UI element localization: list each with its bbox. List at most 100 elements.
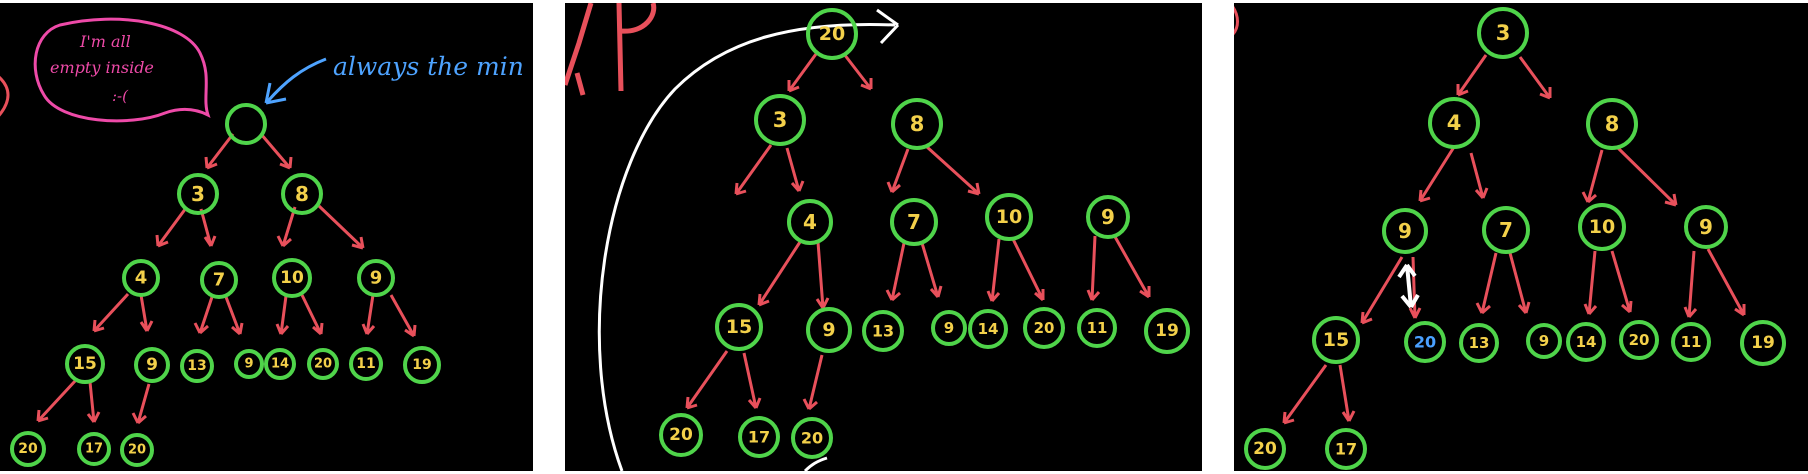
svg-text:13: 13 xyxy=(187,358,206,374)
svg-text:14: 14 xyxy=(978,320,999,338)
heap-node: 9 xyxy=(1086,195,1130,239)
svg-text:17: 17 xyxy=(1335,440,1357,459)
heap-node: 20 xyxy=(120,433,154,467)
heap-node: 17 xyxy=(77,432,111,466)
svg-text:17: 17 xyxy=(85,442,103,457)
svg-text:8: 8 xyxy=(910,112,925,136)
svg-text:19: 19 xyxy=(412,357,431,373)
heap-node: 7 xyxy=(890,198,938,246)
heap-node: 20 xyxy=(791,417,833,459)
svg-text:9: 9 xyxy=(370,268,383,289)
heap-node: 9 xyxy=(134,347,170,383)
svg-text:20: 20 xyxy=(1414,333,1436,352)
heap-node: 10 xyxy=(1578,203,1626,251)
heap-node: 4 xyxy=(787,199,833,245)
heap-edges xyxy=(1282,54,1746,425)
heap-node: 9 xyxy=(1684,205,1728,249)
heap-node: 17 xyxy=(1325,428,1367,470)
heap-node: 20 xyxy=(1244,428,1286,470)
heap-diagram-moved-root: 20 3 8 4 7 10 9 15 9 13 9 14 20 11 19 20… xyxy=(565,3,1190,471)
heap-node: 15 xyxy=(1312,316,1360,364)
svg-text:14: 14 xyxy=(271,357,289,372)
heap-node-root: 20 xyxy=(806,8,858,60)
svg-text:13: 13 xyxy=(1469,334,1490,352)
svg-text:9: 9 xyxy=(822,319,835,341)
heap-diagram-empty-root: I'm all empty inside :-( always the min xyxy=(0,17,524,467)
partial-title-letters xyxy=(565,3,657,96)
heap-nodes: 3 4 8 9 7 10 9 15 20 13 9 14 20 11 19 20… xyxy=(1244,7,1786,470)
svg-text:20: 20 xyxy=(18,441,38,457)
svg-text:15: 15 xyxy=(73,354,97,374)
heap-node-root-empty xyxy=(225,103,267,145)
heap-node: 11 xyxy=(349,347,383,381)
heap-node: 20 xyxy=(659,413,703,457)
svg-text:19: 19 xyxy=(1751,333,1775,353)
heap-node: 3 xyxy=(754,94,806,146)
heap-node: 8 xyxy=(1586,98,1638,150)
min-annotation-text: always the min xyxy=(333,52,524,81)
svg-text:19: 19 xyxy=(1155,321,1179,341)
heap-node: 14 xyxy=(968,309,1008,349)
heap-node: 20 xyxy=(1023,307,1065,349)
svg-text:7: 7 xyxy=(907,210,921,234)
svg-text:10: 10 xyxy=(1589,216,1615,238)
svg-text:14: 14 xyxy=(1576,333,1597,351)
heap-node: 19 xyxy=(1144,308,1190,354)
svg-text:4: 4 xyxy=(1447,111,1462,135)
svg-text:20: 20 xyxy=(314,357,332,372)
heap-node: 10 xyxy=(272,258,312,298)
svg-text:9: 9 xyxy=(1398,219,1412,243)
partial-letter-shape xyxy=(1234,6,1239,36)
svg-text:20: 20 xyxy=(1629,331,1650,349)
heap-node: 3 xyxy=(177,173,219,215)
heap-node: 19 xyxy=(403,346,441,384)
svg-text:9: 9 xyxy=(146,355,158,375)
heap-node: 4 xyxy=(1428,97,1480,149)
heap-node: 20 xyxy=(10,431,46,467)
svg-text:10: 10 xyxy=(996,206,1022,228)
heap-node-swapped: 20 xyxy=(1404,321,1446,363)
heap-node: 4 xyxy=(122,259,160,297)
partial-letter-shape xyxy=(0,75,10,117)
heap-node: 20 xyxy=(1619,320,1659,360)
heap-node: 9 xyxy=(1526,323,1562,359)
svg-text:3: 3 xyxy=(1496,21,1511,45)
svg-text:9: 9 xyxy=(244,357,253,372)
svg-text:9: 9 xyxy=(944,319,954,337)
heap-diagram-after-sift: 3 4 8 9 7 10 9 15 20 13 9 14 20 11 19 20… xyxy=(1234,6,1786,470)
heap-node: 14 xyxy=(1566,322,1606,362)
min-annotation: always the min xyxy=(264,52,524,105)
svg-text:7: 7 xyxy=(213,270,226,291)
svg-text:3: 3 xyxy=(773,108,788,132)
svg-text:20: 20 xyxy=(1034,319,1055,337)
heap-node: 7 xyxy=(1482,206,1530,254)
heap-node: 13 xyxy=(180,349,214,383)
svg-text:15: 15 xyxy=(726,316,752,338)
svg-text:9: 9 xyxy=(1699,215,1713,239)
svg-text:20: 20 xyxy=(669,425,693,445)
panel-empty-root: I'm all empty inside :-( always the min xyxy=(0,3,533,471)
svg-text:10: 10 xyxy=(280,268,304,288)
heap-node: 11 xyxy=(1671,322,1711,362)
svg-text:9: 9 xyxy=(1101,205,1115,229)
heap-nodes: 3 8 4 7 10 9 15 9 13 9 14 20 11 19 20 17… xyxy=(10,103,441,467)
speech-bubble-line-1: I'm all xyxy=(79,32,131,51)
heap-node: 15 xyxy=(715,303,763,351)
heap-node: 15 xyxy=(65,344,105,384)
svg-text:4: 4 xyxy=(803,210,817,234)
heap-node: 8 xyxy=(891,98,943,150)
heap-node: 9 xyxy=(1382,208,1428,254)
heap-node: 13 xyxy=(862,310,904,352)
heap-node-root: 3 xyxy=(1477,7,1529,59)
speech-bubble: I'm all empty inside :-( xyxy=(33,17,211,123)
svg-text:20: 20 xyxy=(1253,439,1277,459)
heap-node: 9 xyxy=(931,310,967,346)
heap-node: 14 xyxy=(264,348,296,380)
svg-text:17: 17 xyxy=(748,428,770,447)
heap-edges xyxy=(36,133,417,425)
heap-node: 19 xyxy=(1740,320,1786,366)
svg-text:20: 20 xyxy=(801,429,823,448)
heap-node: 9 xyxy=(806,307,852,353)
panel-last-moved-to-root: 20 3 8 4 7 10 9 15 9 13 9 14 20 11 19 20… xyxy=(565,3,1202,471)
heap-node: 11 xyxy=(1077,308,1117,348)
